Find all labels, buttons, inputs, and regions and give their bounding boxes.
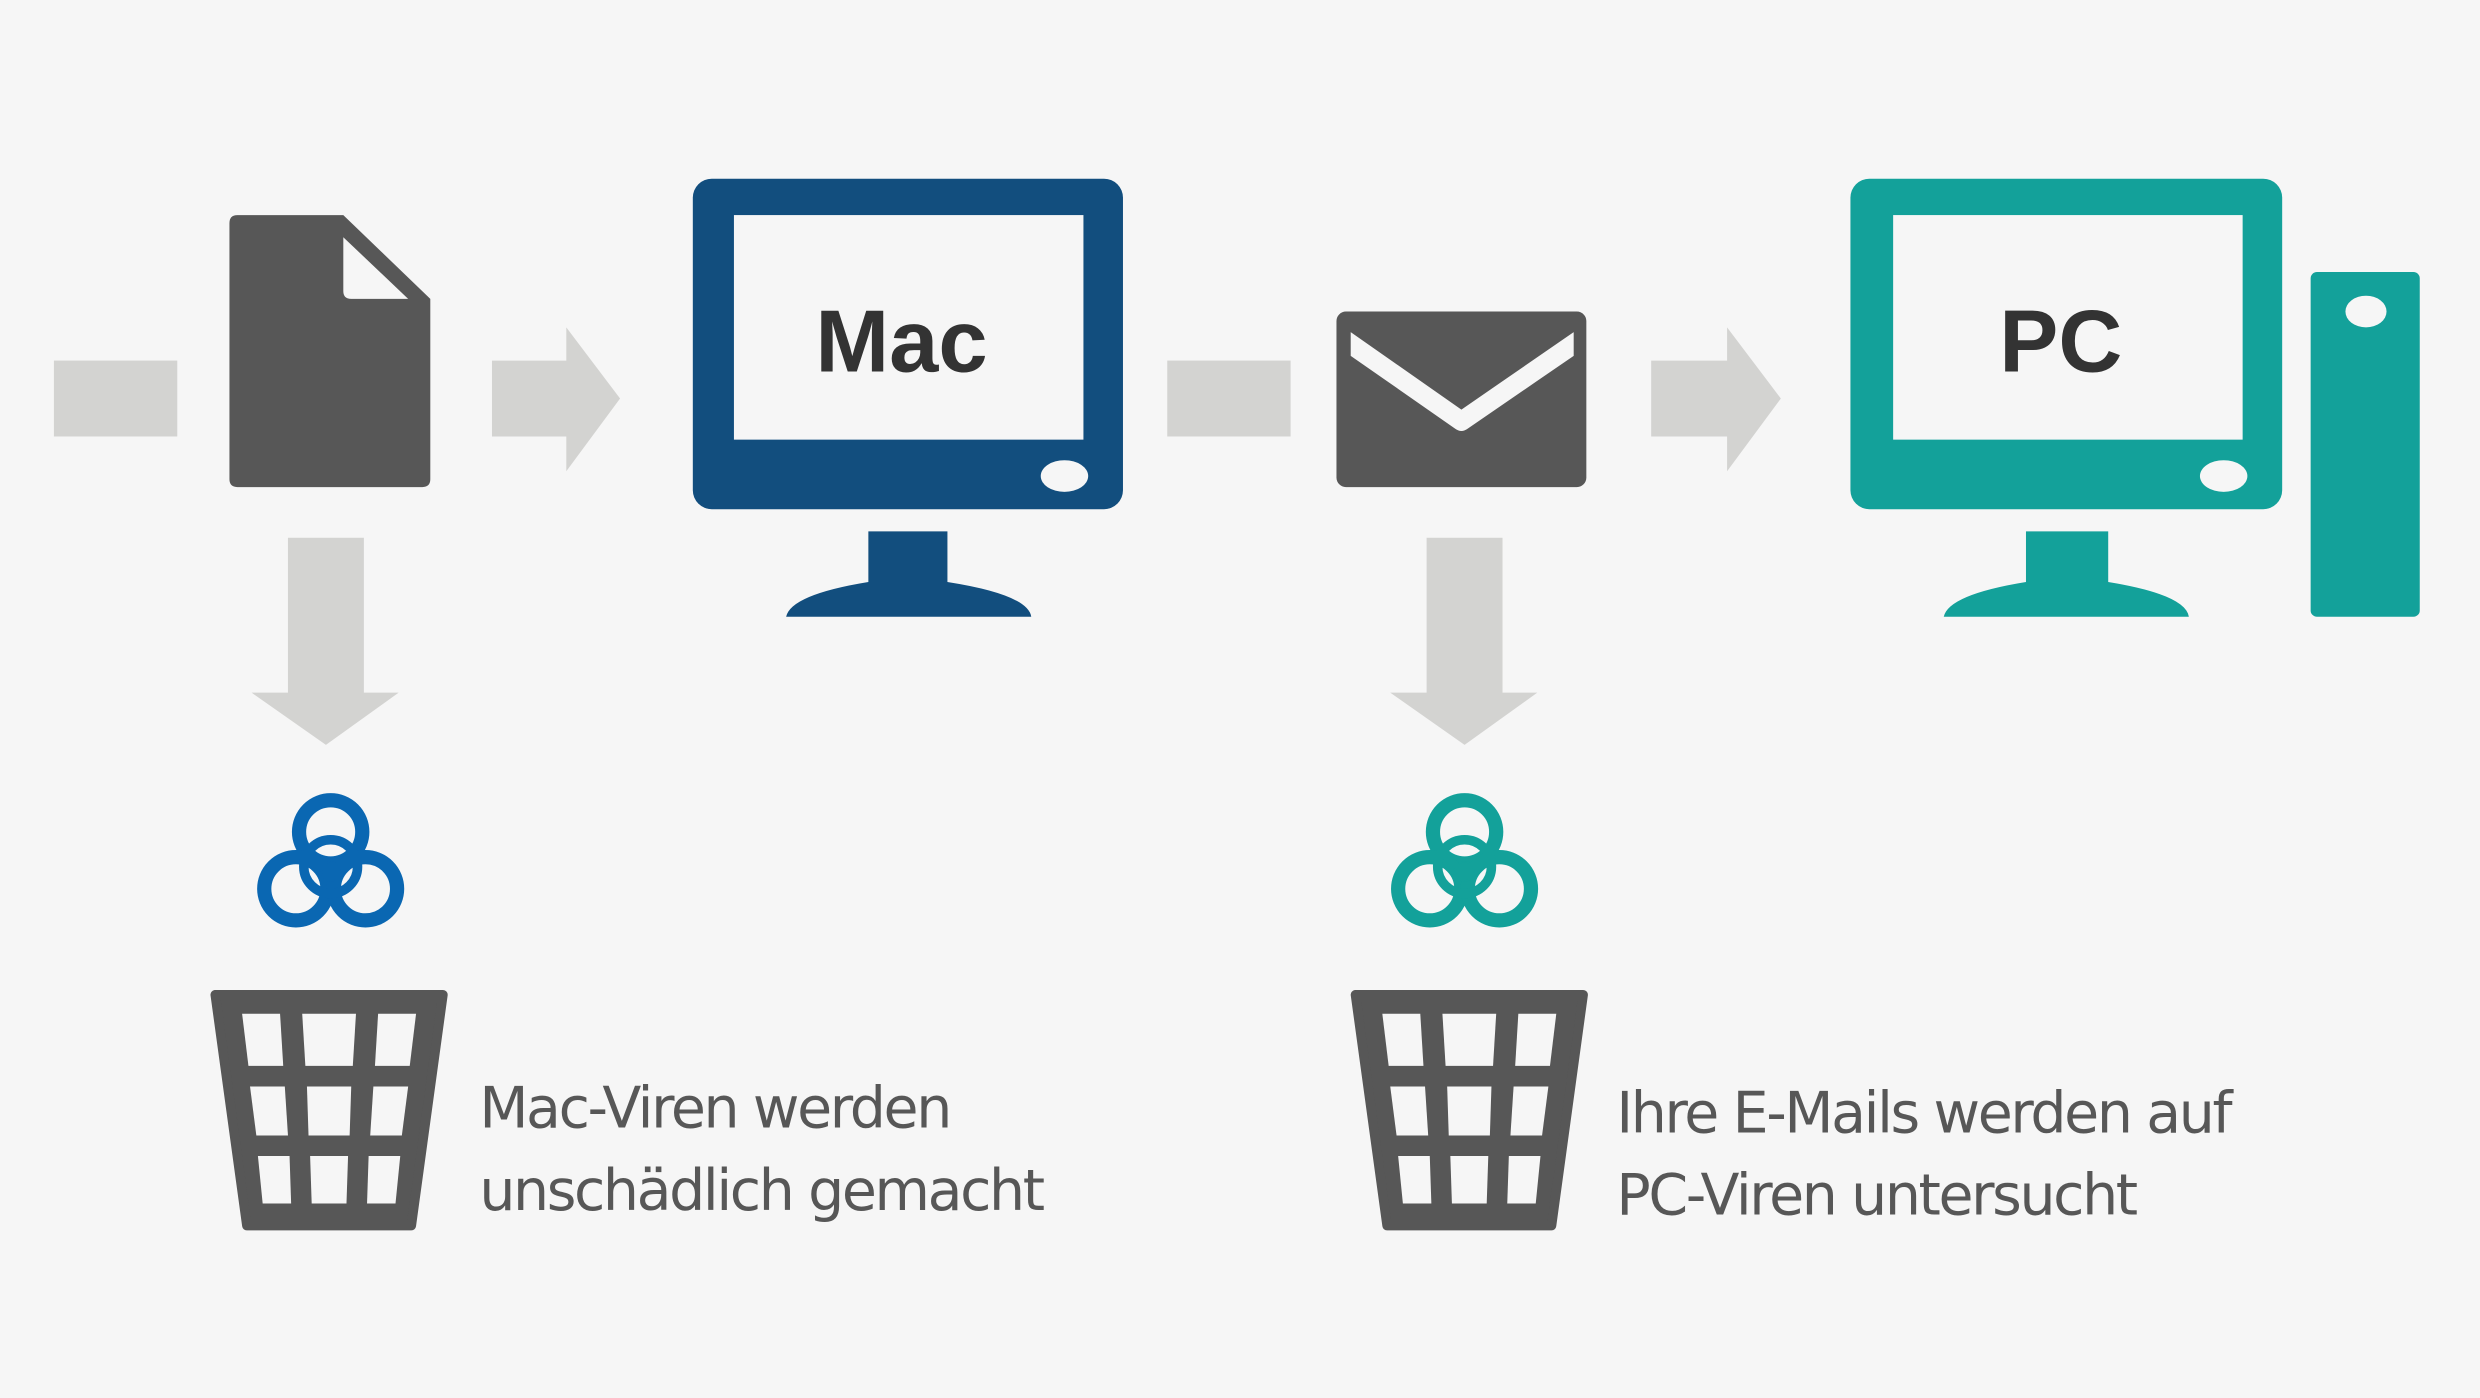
document-icon xyxy=(229,215,431,488)
mac-monitor-icon xyxy=(692,178,1123,617)
arrow-right-icon xyxy=(1167,360,1291,437)
pc-tower-icon xyxy=(2310,272,2420,617)
mac-label: Mac xyxy=(815,292,987,391)
arrow-right-icon xyxy=(53,360,178,437)
caption-right-line1: Ihre E-Mails werden auf xyxy=(1616,1080,2234,1146)
pc-label: PC xyxy=(1999,292,2122,391)
envelope-icon xyxy=(1336,311,1587,488)
trash-icon xyxy=(215,995,443,1226)
arrow-right-icon xyxy=(1651,327,1781,472)
arrow-down-icon xyxy=(1390,537,1538,745)
caption-left-line2: unschädlich gemacht xyxy=(479,1158,1043,1224)
caption-left-line1: Mac-Viren werden xyxy=(479,1076,950,1142)
pc-monitor-icon xyxy=(1850,178,2283,617)
caption-right-line2: PC-Viren untersucht xyxy=(1616,1163,2136,1229)
arrow-down-icon xyxy=(251,537,399,745)
arrow-right-icon xyxy=(491,327,621,472)
trash-icon xyxy=(1355,995,1583,1226)
